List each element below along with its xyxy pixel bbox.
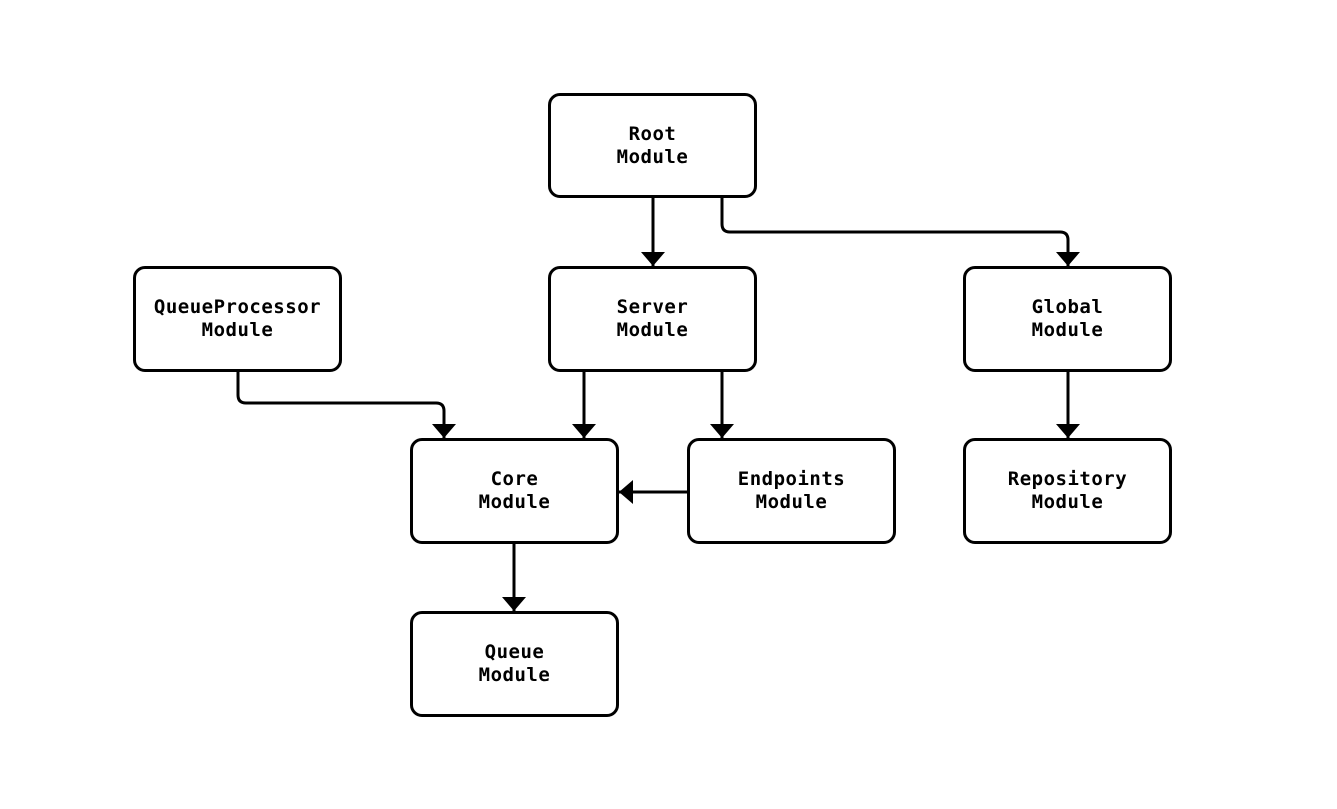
- node-server-module: Server Module: [548, 266, 757, 372]
- node-label-core: Core Module: [478, 468, 551, 513]
- node-label-root: Root Module: [616, 122, 689, 168]
- node-label-global: Global Module: [1031, 296, 1104, 341]
- node-endpoints-module: Endpoints Module: [687, 438, 896, 544]
- node-queueprocessor-module: QueueProcessor Module: [133, 266, 342, 372]
- node-label-repository: Repository Module: [1007, 468, 1128, 513]
- node-repository-module: Repository Module: [963, 438, 1172, 544]
- node-global-module: Global Module: [963, 266, 1172, 372]
- node-core-module: Core Module: [410, 438, 619, 544]
- node-root-module: Root Module: [548, 93, 757, 198]
- node-label-queueprocessor: QueueProcessor Module: [153, 296, 322, 341]
- node-label-server: Server Module: [616, 296, 689, 341]
- node-queue-module: Queue Module: [410, 611, 619, 717]
- edge-queueprocessor-to-core: [236, 372, 456, 438]
- edge-root-to-global: [720, 198, 1080, 266]
- node-label-endpoints: Endpoints Module: [737, 468, 846, 513]
- node-label-queue: Queue Module: [478, 641, 551, 686]
